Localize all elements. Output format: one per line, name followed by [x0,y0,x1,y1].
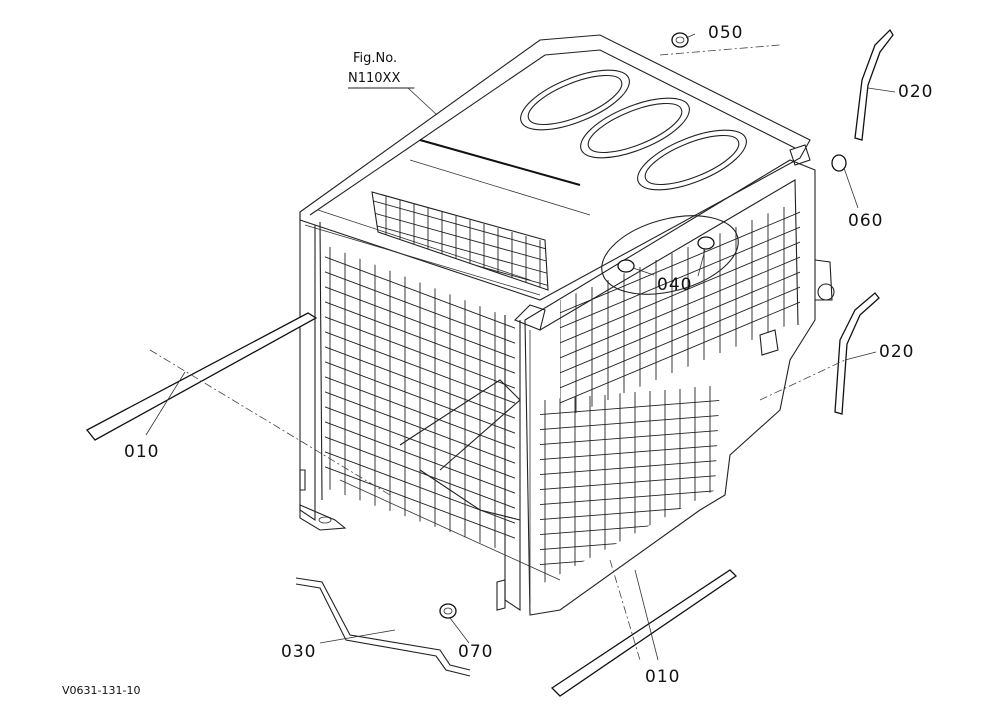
part-070-plug[interactable] [439,603,457,619]
part-040-plugs[interactable] [617,236,715,273]
side-upper-screen [560,207,800,420]
callout-010-left: 010 [124,442,159,462]
figure-reference: Fig.No. N110XX [348,51,415,89]
callout-040: 040 [657,275,692,295]
callout-030: 030 [281,642,316,662]
fig-number: N110XX [348,71,400,86]
part-010-bottom-seal-strip[interactable] [550,569,738,697]
callout-020-mid: 020 [879,342,914,362]
roof-skylight-openings [520,69,747,191]
callout-010-bottom: 010 [645,667,680,687]
callout-020-top: 020 [898,82,933,102]
drawing-code: V0631-131-10 [62,684,140,697]
fig-no-label: Fig.No. [353,51,397,66]
part-030-rod[interactable] [295,577,471,677]
part-050-plug[interactable] [671,32,689,48]
left-side-screen [325,245,515,555]
cab-frame [299,34,835,616]
part-060-plug[interactable] [831,154,847,172]
callout-070: 070 [458,642,493,662]
callout-060: 060 [848,211,883,231]
callout-050: 050 [708,23,743,43]
part-010-left-seal-strip[interactable] [86,312,318,441]
part-020-top-seal-strip[interactable] [854,28,894,141]
front-top-screen [372,192,548,288]
part-020-mid-seal-strip[interactable] [834,292,880,415]
